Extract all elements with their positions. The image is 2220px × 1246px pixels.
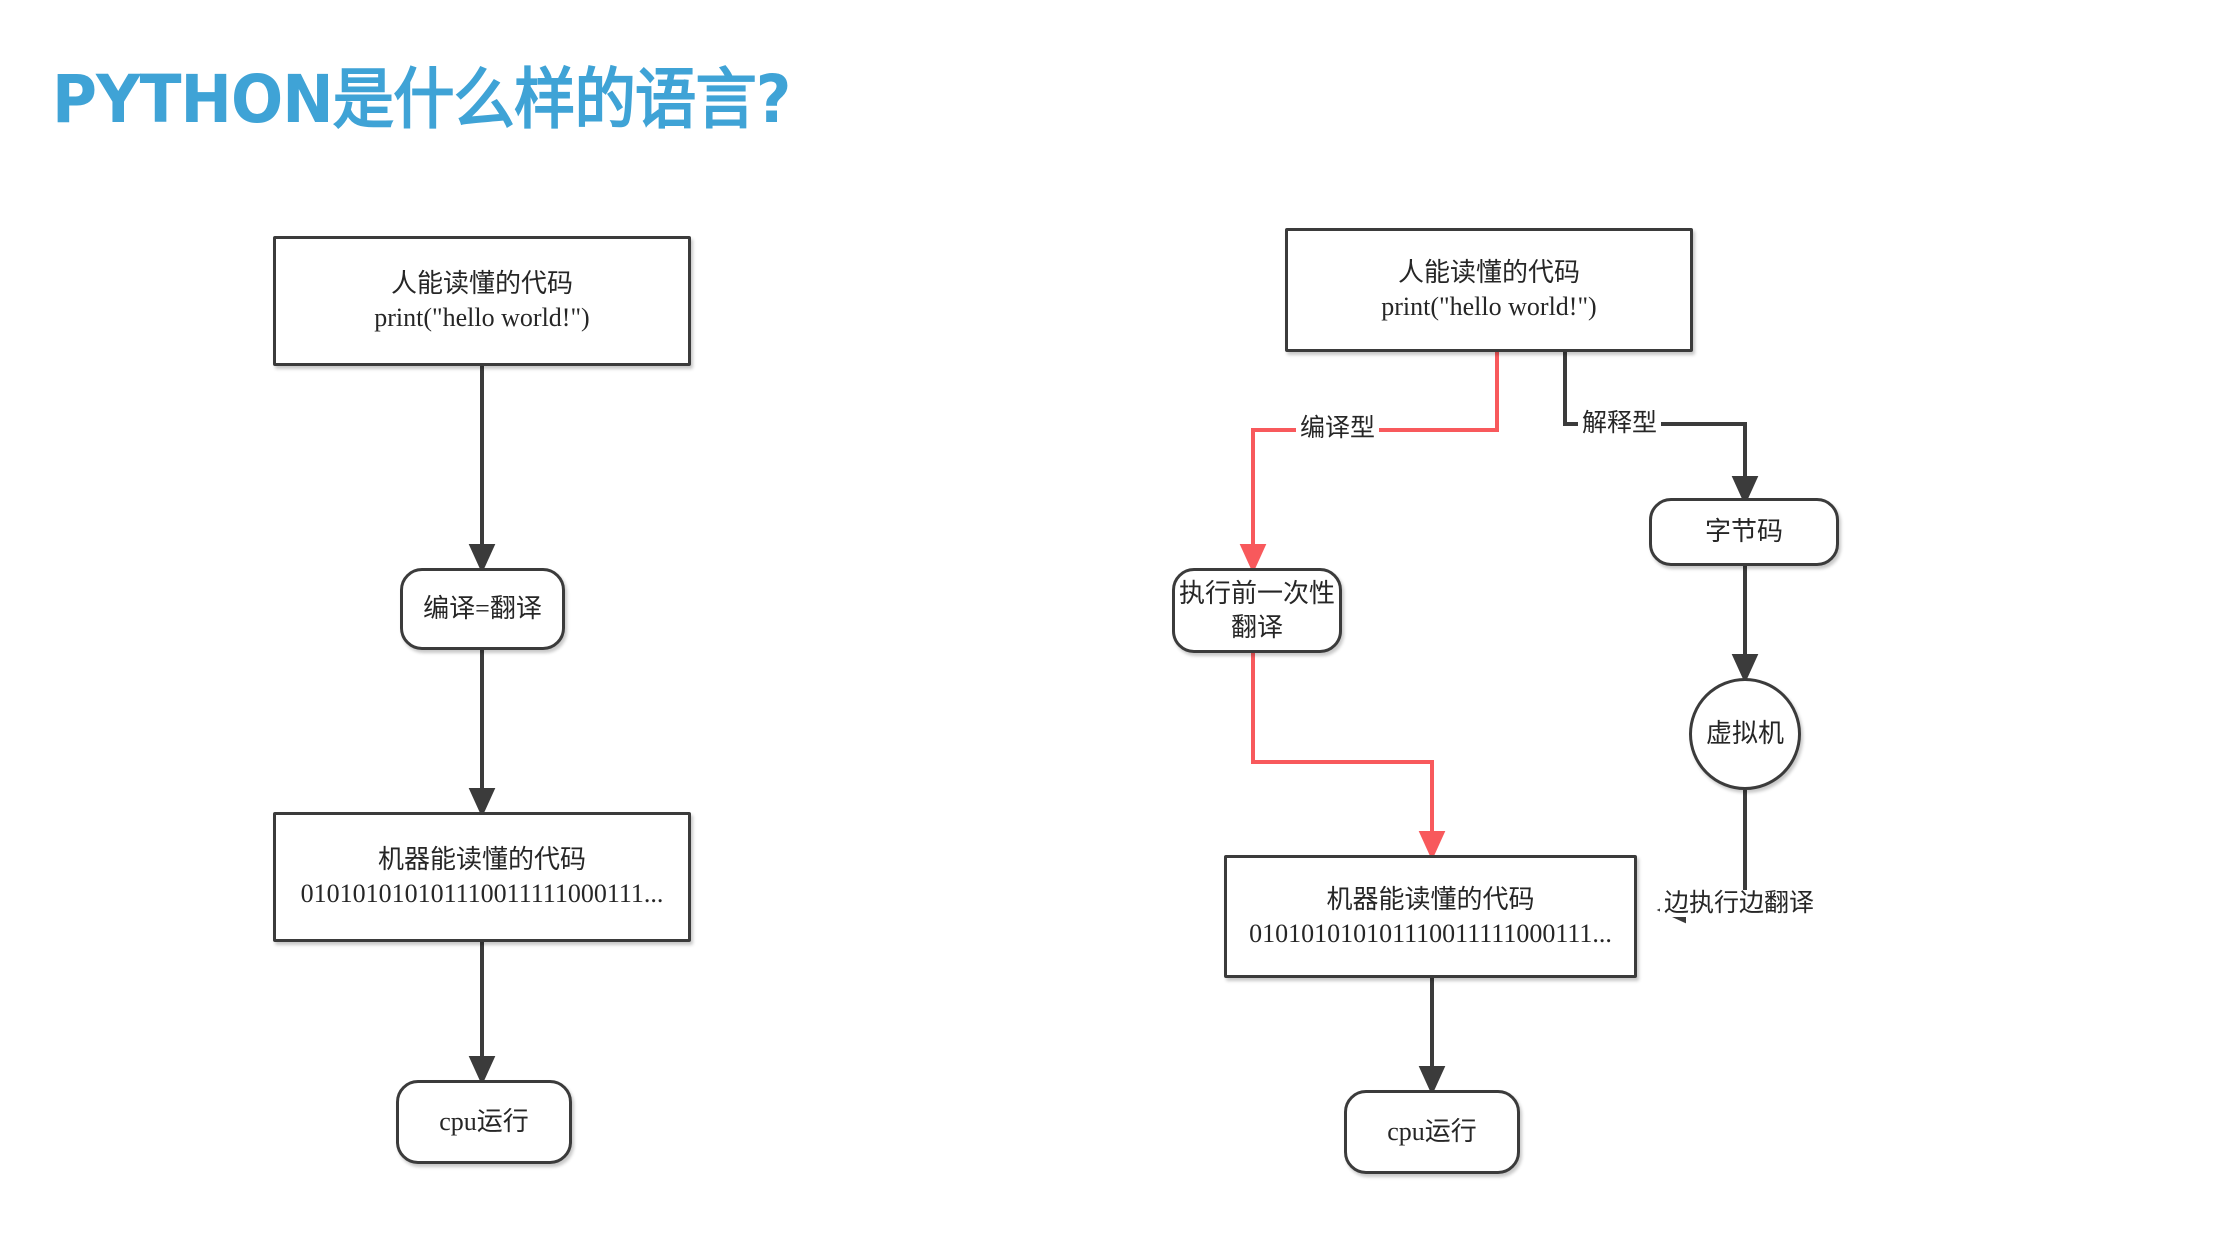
right-source-code-line2: print("hello world!") (1381, 292, 1597, 321)
right-cpu-run-label: cpu运行 (1387, 1117, 1477, 1147)
left-node-source-code: 人能读懂的代码 print("hello world!") (273, 236, 691, 366)
left-node-compile: 编译=翻译 (400, 568, 565, 650)
right-machine-code-line2: 010101010101110011111000111... (1249, 918, 1612, 948)
edge-label-interpreted: 解释型 (1578, 410, 1662, 437)
edge-label-compiled: 编译型 (1296, 415, 1380, 442)
left-machine-code-line2: 010101010101110011111000111... (300, 879, 664, 908)
right-vm-label: 虚拟机 (1705, 719, 1784, 749)
left-compile-label: 编译=翻译 (423, 594, 542, 624)
left-source-code-line2: print("hello world!") (374, 303, 590, 332)
right-source-code-line1: 人能读懂的代码 (1397, 258, 1580, 288)
right-bytecode-label: 字节码 (1704, 517, 1783, 547)
right-node-machine-code: 机器能读懂的代码 010101010101110011111000111... (1224, 855, 1637, 978)
left-node-cpu-run: cpu运行 (396, 1080, 572, 1164)
left-machine-code-line1: 机器能读懂的代码 (377, 845, 586, 875)
right-edge-compiled-branch (1239, 352, 1499, 574)
left-node-machine-code: 机器能读懂的代码 010101010101110011111000111... (273, 812, 691, 942)
left-cpu-run-label: cpu运行 (439, 1107, 529, 1137)
right-aot-line1: 执行前一次性 (1178, 578, 1335, 608)
right-aot-line2: 翻译 (1230, 612, 1283, 642)
right-node-ahead-of-time: 执行前一次性 翻译 (1172, 568, 1342, 653)
edge-label-run-while-translate: 边执行边翻译 (1660, 890, 1819, 917)
left-source-code-line1: 人能读懂的代码 (390, 269, 573, 299)
right-node-virtual-machine: 虚拟机 (1689, 678, 1801, 790)
right-machine-code-line1: 机器能读懂的代码 (1326, 884, 1535, 914)
right-node-source-code: 人能读懂的代码 print("hello world!") (1285, 228, 1693, 352)
page-title: PYTHON是什么样的语言? (52, 61, 791, 138)
right-edge-aot-to-machinecode (1251, 653, 1446, 861)
right-node-bytecode: 字节码 (1649, 498, 1839, 566)
right-node-cpu-run: cpu运行 (1344, 1090, 1520, 1174)
